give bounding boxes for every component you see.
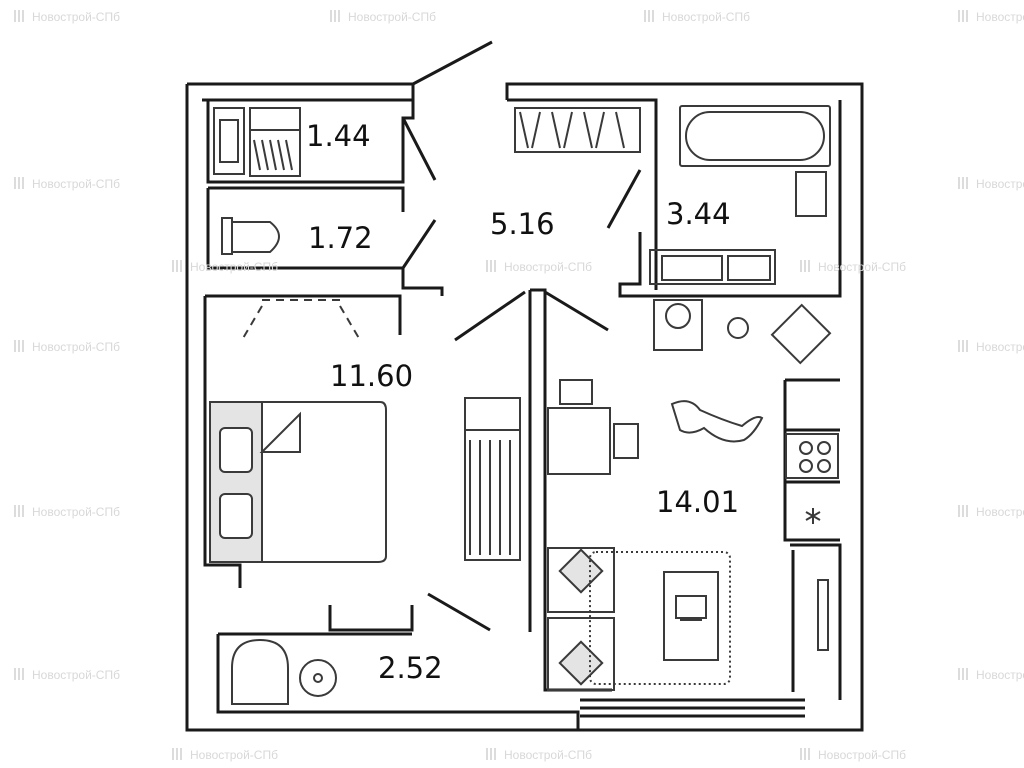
bedroom-wardrobe xyxy=(464,397,521,561)
side-table-center xyxy=(313,673,323,683)
watermark: Новострой-СПб xyxy=(14,505,120,519)
chair xyxy=(559,379,593,405)
building-logo-icon xyxy=(800,260,812,272)
watermark: Новострой-СПб xyxy=(14,177,120,191)
building-logo-icon xyxy=(958,340,970,352)
balcony-door xyxy=(427,592,491,632)
washer-drum xyxy=(665,303,691,329)
burner xyxy=(799,441,813,455)
building-logo-icon xyxy=(958,177,970,189)
cushion xyxy=(558,640,604,686)
burner xyxy=(817,441,831,455)
rug xyxy=(589,551,731,685)
room-area-balcony: 2.52 xyxy=(378,651,443,685)
room-area-bath: 3.44 xyxy=(666,197,731,231)
lamp-dashes xyxy=(241,299,361,341)
room-area-kitchen-living: 14.01 xyxy=(656,485,740,519)
watermark: Новострой-СПб xyxy=(172,748,278,762)
shelf-inner xyxy=(219,119,239,163)
balcony-wall xyxy=(216,632,580,730)
building-logo-icon xyxy=(486,260,498,272)
kitchen-counter xyxy=(783,378,840,542)
bathtub xyxy=(679,105,831,167)
watermark: Новострой-СПб xyxy=(958,505,1024,519)
closet-door xyxy=(401,117,437,181)
building-logo-icon xyxy=(644,10,656,22)
bed-fold xyxy=(259,411,301,453)
kitchen-sink xyxy=(770,303,832,365)
armchair xyxy=(231,638,289,705)
shelf-unit xyxy=(213,107,245,175)
coffee-table xyxy=(663,571,719,661)
hall-wardrobe xyxy=(514,107,641,153)
bath-wall xyxy=(507,98,842,298)
bath-cabinet xyxy=(649,249,776,285)
building-logo-icon xyxy=(958,668,970,680)
fridge-icon xyxy=(805,508,821,524)
building-logo-icon xyxy=(14,10,26,22)
room-area-closet: 1.44 xyxy=(306,119,371,153)
laptop-icon xyxy=(675,595,707,621)
partition xyxy=(528,288,612,692)
watermark: Новострой-СПб xyxy=(14,668,120,682)
room-area-hall: 5.16 xyxy=(490,207,555,241)
dog-icon xyxy=(670,400,764,443)
watermark: Новострой-СПб xyxy=(486,260,592,274)
watermark: Новострой-СПб xyxy=(958,10,1024,24)
sofa xyxy=(547,547,615,691)
building-logo-icon xyxy=(958,505,970,517)
watermark: Новострой-СПб xyxy=(330,10,436,24)
building-logo-icon xyxy=(14,340,26,352)
wc-door xyxy=(401,219,437,269)
watermark: Новострой-СПб xyxy=(958,177,1024,191)
bed xyxy=(209,401,387,563)
window-bottom xyxy=(580,698,805,718)
kitchen-door xyxy=(544,290,609,332)
watermark: Новострой-СПб xyxy=(14,10,120,24)
bathtub-inner xyxy=(685,111,825,161)
bath-door xyxy=(606,169,642,229)
tv xyxy=(817,579,829,651)
watermark: Новострой-СПб xyxy=(14,340,120,354)
washing-machine xyxy=(653,299,703,351)
building-logo-icon xyxy=(14,505,26,517)
room-area-bedroom: 11.60 xyxy=(330,359,414,393)
wc-wall xyxy=(206,186,444,296)
cooktop xyxy=(785,433,839,479)
chair xyxy=(613,423,639,459)
building-logo-icon xyxy=(172,748,184,760)
watermark: Новострой-СПб xyxy=(958,668,1024,682)
side-table xyxy=(299,659,337,697)
hangers-closet xyxy=(249,107,301,177)
entrance-door xyxy=(412,40,493,86)
cushion xyxy=(558,548,604,594)
building-logo-icon xyxy=(800,748,812,760)
building-logo-icon xyxy=(958,10,970,22)
toilet xyxy=(221,217,280,255)
room-area-wc: 1.72 xyxy=(308,221,373,255)
mixer-bowl xyxy=(727,317,749,339)
watermark: Новострой-СПб xyxy=(172,260,278,274)
burner xyxy=(799,459,813,473)
building-logo-icon xyxy=(330,10,342,22)
watermark: Новострой-СПб xyxy=(958,340,1024,354)
pillow xyxy=(219,493,253,539)
pillow xyxy=(219,427,253,473)
watermark: Новострой-СПб xyxy=(486,748,592,762)
bedroom-wall xyxy=(203,294,414,632)
watermark: Новострой-СПб xyxy=(644,10,750,24)
building-logo-icon xyxy=(172,260,184,272)
bedroom-door xyxy=(454,290,526,342)
watermark: Новострой-СПб xyxy=(800,748,906,762)
building-logo-icon xyxy=(14,668,26,680)
burner xyxy=(817,459,831,473)
building-logo-icon xyxy=(486,748,498,760)
watermark: Новострой-СПб xyxy=(800,260,906,274)
window-right xyxy=(790,543,842,700)
sink xyxy=(795,171,827,217)
dining-table xyxy=(547,407,611,475)
building-logo-icon xyxy=(14,177,26,189)
